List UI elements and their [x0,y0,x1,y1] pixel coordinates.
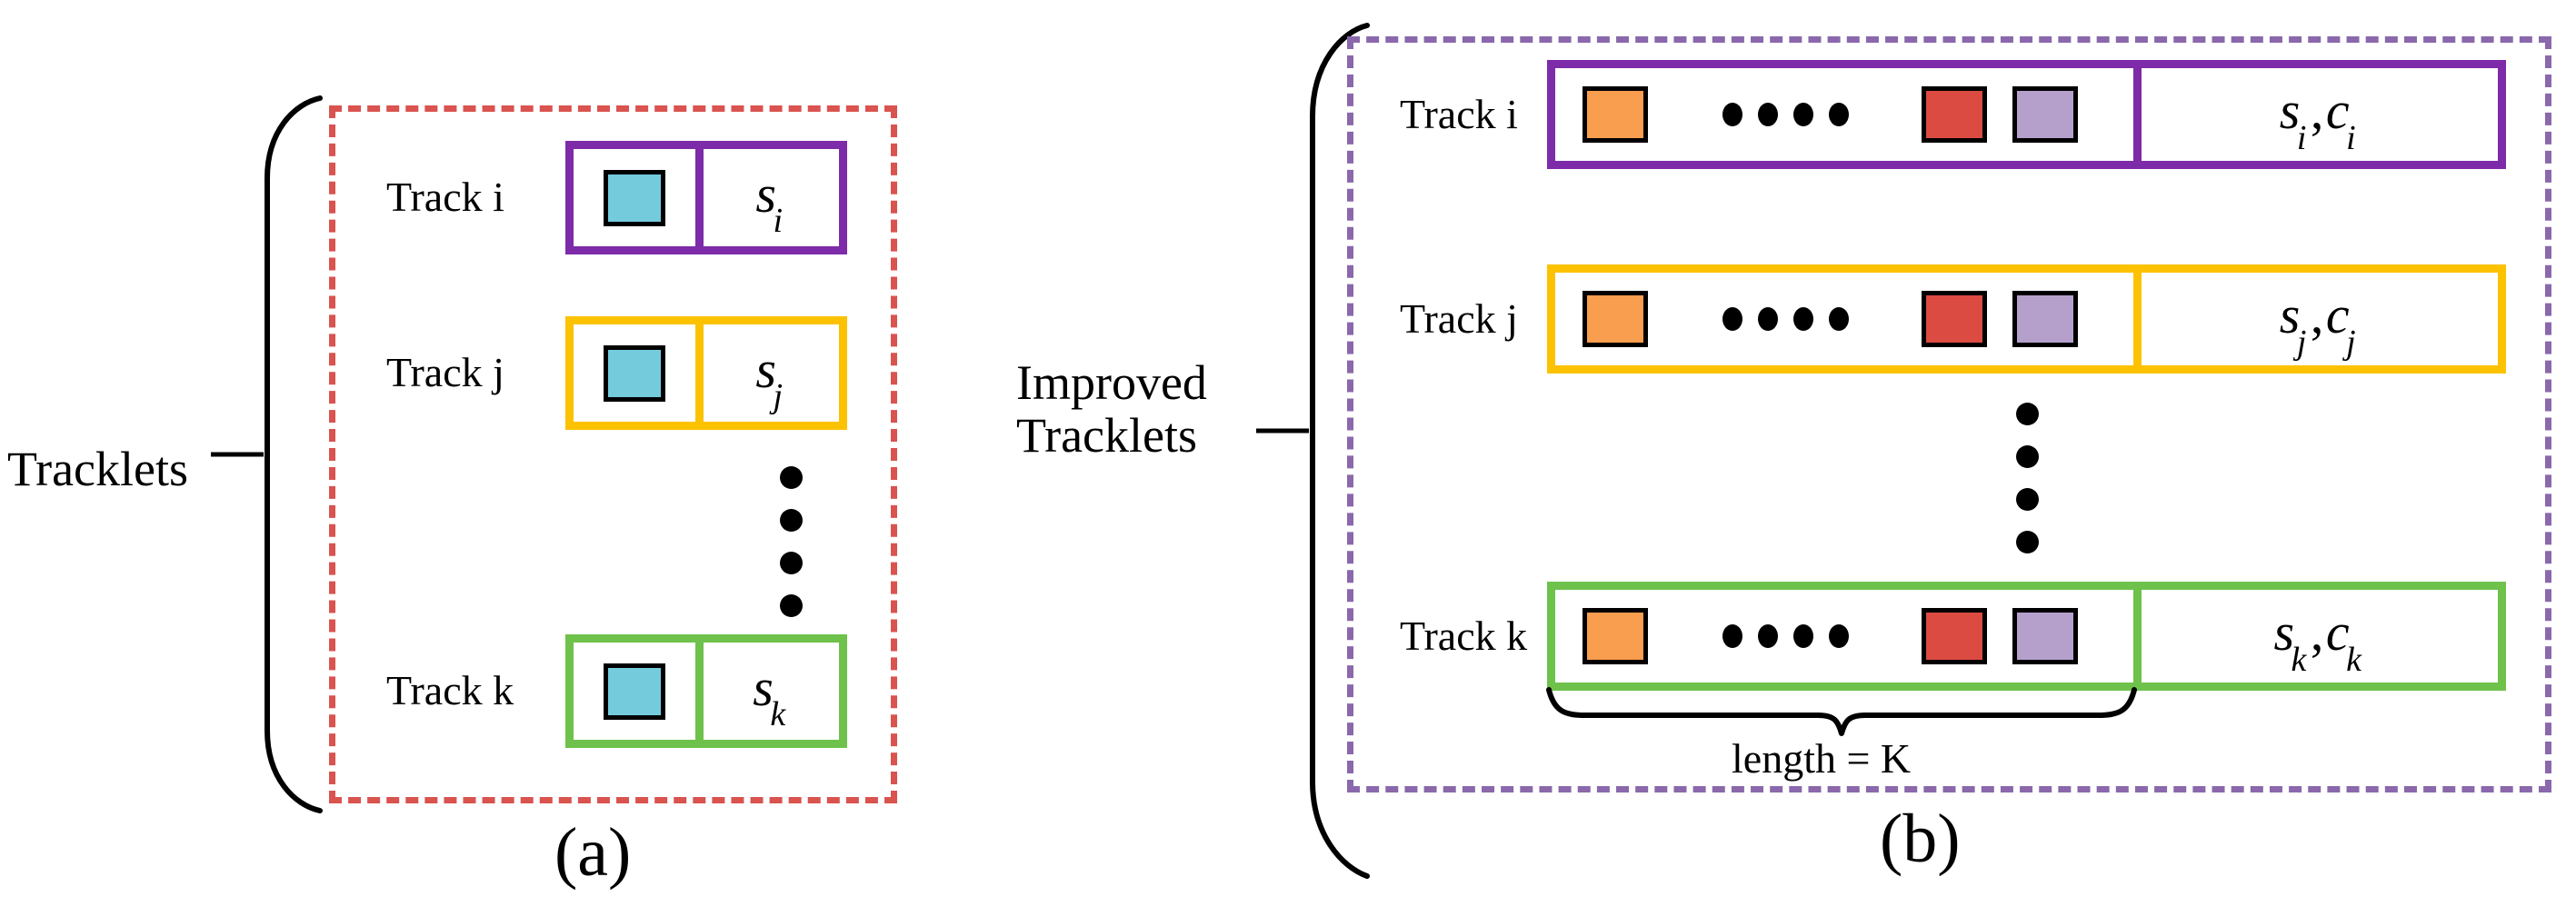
panel-b-dashed-container [1347,36,2551,792]
length-underbrace [1546,687,2137,736]
panel-b-track-0-score-cell: si,ci [2142,68,2498,161]
panel-a-track-0-score: si [755,164,784,241]
panel-a-track-1-score: sj [755,339,784,416]
red-swatch [1922,608,1987,664]
panel-a-group-brace [211,95,323,813]
panel-a-vertical-ellipsis [780,466,803,617]
panel-a-group-label: Tracklets [7,442,188,496]
panel-a-dashed-container [329,105,897,803]
panel-b-track-0-score: si,ci [2279,81,2357,157]
cyan-swatch [604,169,665,226]
panel-b-group-label-line2: Tracklets [1016,408,1197,463]
panel-b-track-label-0: Track i [1400,91,1518,137]
panel-a-track-label-1: Track j [386,349,504,395]
panel-b-track-label-1: Track j [1400,295,1518,342]
orange-swatch [1583,608,1648,664]
cyan-swatch [604,344,665,402]
panel-b-track-1-score-cell: sj,cj [2142,273,2498,365]
panel-a-track-row-0[interactable]: si [565,141,847,254]
panel-a-caption: (a) [554,814,632,891]
panel-b-track-2-horizontal-ellipsis [1722,624,1849,648]
panel-a-track-1-score-cell: sj [704,324,839,422]
panel-a-track-label-2: Track k [386,667,514,713]
orange-swatch [1583,86,1648,143]
red-swatch [1922,86,1987,143]
panel-b-track-0-horizontal-ellipsis [1722,103,1849,126]
panel-a-track-2-score-cell: sk [704,643,839,740]
panel-a-track-0-score-cell: si [704,149,839,246]
length-annotation: length = K [1732,735,1912,782]
panel-a-track-2-score: sk [753,657,786,734]
panel-b-track-2-score: sk,ck [2273,603,2362,679]
panel-b-track-label-2: Track k [1400,613,1528,659]
panel-b-track-row-1[interactable]: sj,cj [1547,264,2506,374]
panel-b-vertical-ellipsis [2016,403,2039,553]
panel-a-track-0-detections [574,149,704,246]
panel-b-group-label-line1: Improved [1016,355,1207,410]
panel-b-group-label: Improved Tracklets [1016,356,1207,463]
panel-b-track-1-detections [1555,273,2142,365]
panel-b-caption: (b) [1880,801,1961,877]
panel-b-track-row-2[interactable]: sk,ck [1547,582,2506,691]
panel-b-track-row-0[interactable]: si,ci [1547,60,2506,169]
panel-a-track-row-1[interactable]: sj [565,316,847,430]
lavender-swatch [2012,291,2078,347]
panel-b-track-2-detections [1555,590,2142,683]
orange-swatch [1583,291,1648,347]
panel-b-group-brace [1256,23,1370,879]
lavender-swatch [2012,608,2078,664]
panel-b-track-0-detections [1555,68,2142,161]
panel-a-track-1-detections [574,324,704,422]
cyan-swatch [604,663,665,720]
panel-b-track-1-horizontal-ellipsis [1722,307,1849,331]
lavender-swatch [2012,86,2078,143]
panel-a-track-row-2[interactable]: sk [565,634,847,748]
red-swatch [1922,291,1987,347]
panel-a-track-label-0: Track i [386,174,504,220]
panel-a-track-2-detections [574,643,704,740]
panel-b-track-1-score: sj,cj [2279,285,2357,362]
panel-b-track-2-score-cell: sk,ck [2142,590,2498,683]
